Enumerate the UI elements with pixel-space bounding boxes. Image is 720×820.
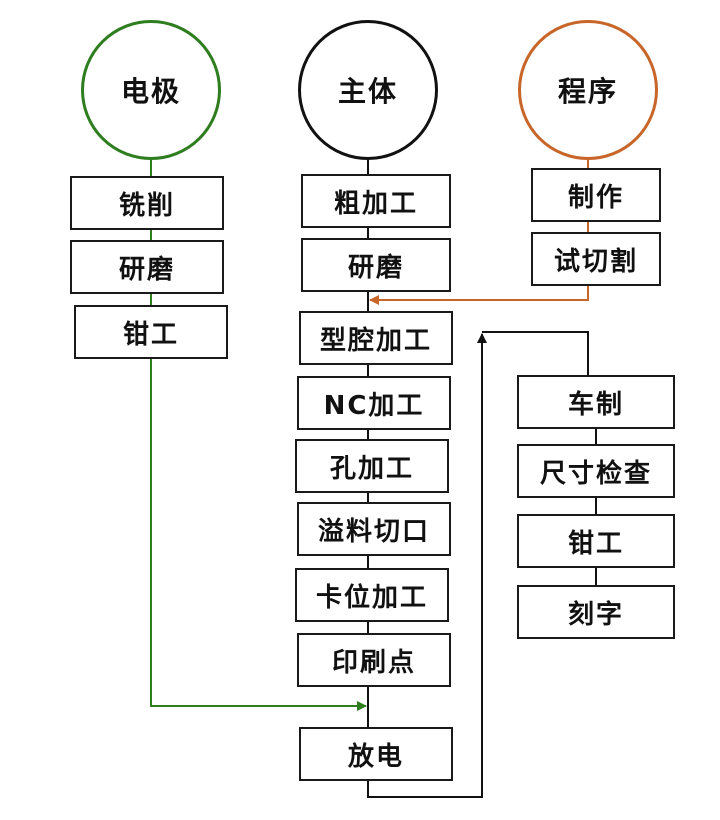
main-step-nc-machining: NC加工 <box>297 376 451 430</box>
main-step-overflow-cut: 溢料切口 <box>297 502 451 556</box>
post-step-dimension-check: 尺寸检查 <box>517 444 675 498</box>
electrode-step-fitting: 钳工 <box>74 305 228 359</box>
main-step-grinding: 研磨 <box>301 238 451 292</box>
program-to-main-arrow <box>369 286 589 305</box>
electrode-circle: 电极 <box>81 20 221 160</box>
electrode-title: 电极 <box>120 75 181 108</box>
main-circle: 主体 <box>298 20 438 160</box>
post-step-fitting: 钳工 <box>517 514 675 568</box>
main-step-cavity-machining: 型腔加工 <box>299 311 453 365</box>
electrode-step-milling: 铣削 <box>70 176 224 230</box>
program-title: 程序 <box>557 75 618 108</box>
program-circle: 程序 <box>518 20 658 160</box>
main-step-rough-machining: 粗加工 <box>301 174 451 228</box>
post-entry-line <box>482 331 589 375</box>
main-step-print-dots: 印刷点 <box>297 633 451 687</box>
electrode-to-discharge-arrow <box>150 358 367 711</box>
program-step-make: 制作 <box>531 168 661 222</box>
post-step-turning: 车制 <box>517 375 675 429</box>
main-title: 主体 <box>337 75 398 108</box>
discharge-to-post-arrow <box>367 333 487 798</box>
program-step-test-cut: 试切割 <box>531 232 661 286</box>
electrode-step-grinding: 研磨 <box>70 240 224 294</box>
post-step-engraving: 刻字 <box>517 585 675 639</box>
main-step-hole-machining: 孔加工 <box>295 439 449 493</box>
main-step-discharge: 放电 <box>299 727 453 781</box>
main-step-clip-machining: 卡位加工 <box>295 568 449 622</box>
